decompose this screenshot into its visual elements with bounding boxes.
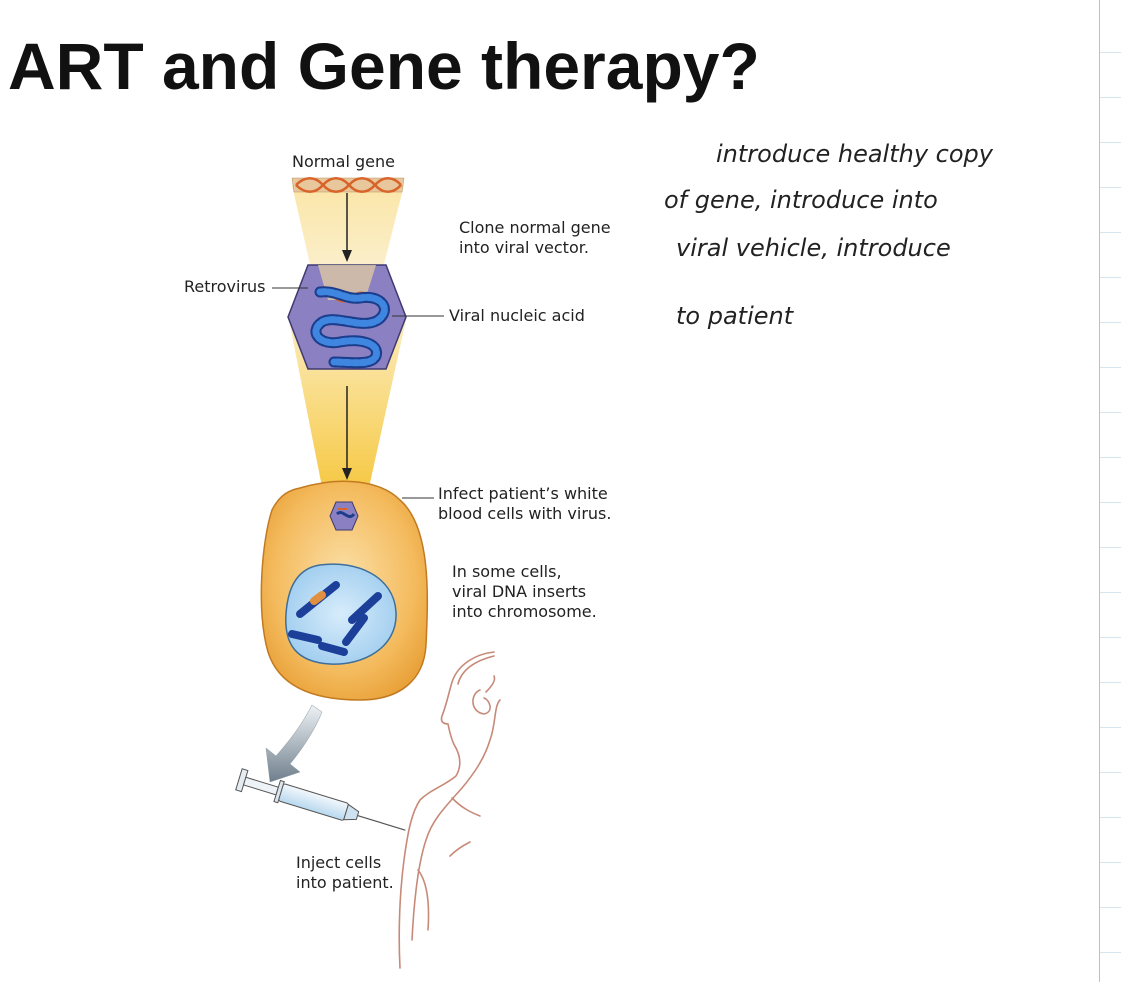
note-line-3: viral vehicle, introduce bbox=[676, 234, 951, 262]
label-inject: Inject cells into patient. bbox=[296, 853, 394, 893]
label-infect-line-2: blood cells with virus. bbox=[438, 504, 612, 523]
virus-in-cell bbox=[329, 501, 359, 531]
label-insert: In some cells, viral DNA inserts into ch… bbox=[452, 562, 597, 622]
retrovirus-particle bbox=[287, 264, 407, 370]
label-infect: Infect patient’s white blood cells with … bbox=[438, 484, 611, 524]
label-insert-line-2: viral DNA inserts bbox=[452, 582, 587, 601]
note-line-1: introduce healthy copy bbox=[716, 140, 993, 168]
leader-lines bbox=[272, 287, 444, 499]
note-line-2: of gene, introduce into bbox=[664, 186, 938, 214]
label-clone: Clone normal gene into viral vector. bbox=[459, 218, 611, 258]
label-inject-line-1: Inject cells bbox=[296, 853, 382, 872]
normal-gene-strip bbox=[291, 177, 405, 193]
label-insert-line-1: In some cells, bbox=[452, 562, 562, 581]
notebook-margin bbox=[1099, 0, 1121, 982]
label-clone-line-1: Clone normal gene bbox=[459, 218, 611, 237]
label-viral-nucleic-acid: Viral nucleic acid bbox=[449, 306, 585, 325]
label-insert-line-3: into chromosome. bbox=[452, 602, 597, 621]
label-clone-line-2: into viral vector. bbox=[459, 238, 589, 257]
label-retrovirus: Retrovirus bbox=[184, 277, 266, 296]
slide-title: ART and Gene therapy? bbox=[8, 29, 760, 103]
label-normal-gene: Normal gene bbox=[292, 152, 395, 171]
curved-arrow bbox=[265, 704, 323, 783]
label-inject-line-2: into patient. bbox=[296, 873, 394, 892]
chromosomes bbox=[288, 581, 382, 656]
syringe-icon bbox=[235, 768, 406, 831]
label-infect-line-1: Infect patient’s white bbox=[438, 484, 608, 503]
patient-outline bbox=[398, 651, 501, 969]
note-line-4: to patient bbox=[676, 302, 794, 330]
